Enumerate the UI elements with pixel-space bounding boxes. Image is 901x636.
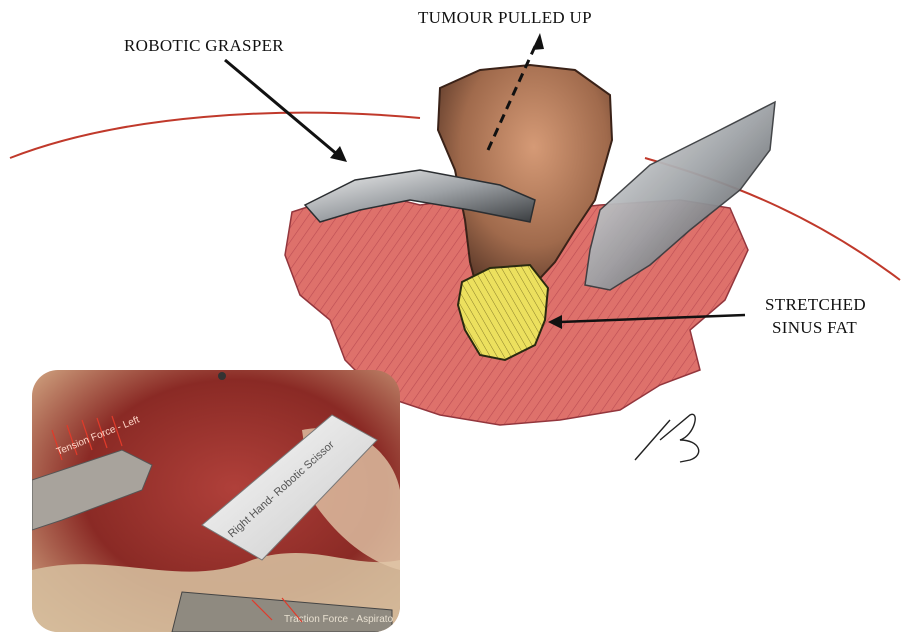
intraoperative-photo-inset: Right Hand- Robotic Scissor Traction For…: [32, 370, 400, 632]
label-stretched: STRETCHED: [765, 295, 866, 315]
dura-arc-left: [10, 113, 420, 158]
label-robotic-grasper: ROBOTIC GRASPER: [124, 36, 284, 56]
label-tumour-pulled-up: TUMOUR PULLED UP: [418, 8, 592, 28]
tumour-arrowhead: [532, 33, 544, 50]
intraoperative-photo-svg: Right Hand- Robotic Scissor Traction For…: [32, 370, 400, 632]
camera-marker: [218, 372, 226, 380]
label-sinus-fat: SINUS FAT: [772, 318, 857, 338]
artist-signature: [635, 414, 699, 462]
grasper-arrowhead: [330, 146, 347, 162]
grasper-arrow: [225, 60, 338, 155]
